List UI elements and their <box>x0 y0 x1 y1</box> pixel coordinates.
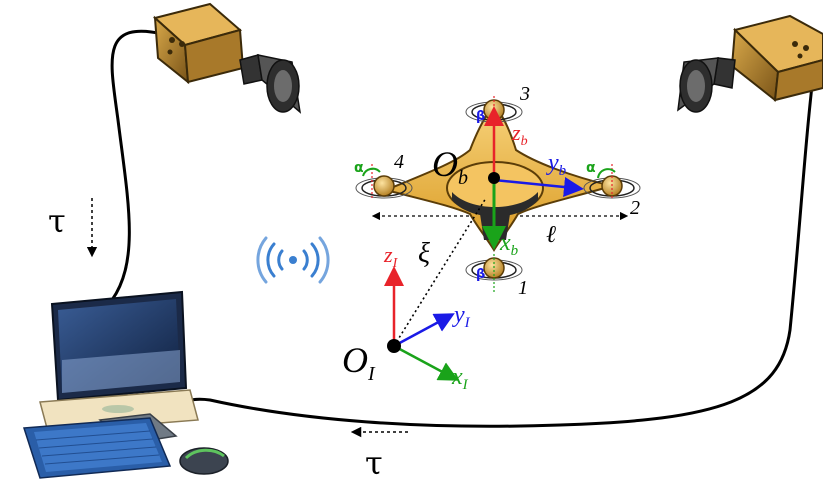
body-y-label: yb <box>546 150 567 179</box>
inertial-y-sub: I <box>464 315 471 331</box>
rotor-2-label: 2 <box>630 197 640 219</box>
tilt-beta-top: β <box>476 109 485 124</box>
body-z-sub: b <box>521 134 528 149</box>
inertial-x-sub: I <box>462 377 469 393</box>
computer-icon <box>22 290 229 479</box>
wireless-signal-icon <box>256 236 330 284</box>
inertial-x-label: xI <box>451 364 469 393</box>
body-z-label: zb <box>511 120 528 149</box>
arm-length-label: ℓ <box>546 222 556 248</box>
inertial-z-sub: I <box>392 256 399 271</box>
body-origin-point <box>488 172 500 184</box>
inertial-y-label: yI <box>452 302 471 331</box>
body-y-main: y <box>546 150 559 176</box>
cable-left-camera <box>110 29 164 301</box>
tilt-beta-bottom: β <box>476 267 485 282</box>
tau-label-bottom: τ <box>365 444 383 482</box>
inertial-y-main: y <box>452 302 465 328</box>
inertial-z-label: zI <box>383 242 399 271</box>
body-origin-main: O <box>432 144 458 184</box>
body-origin-sub: b <box>458 167 468 189</box>
body-origin-label: Ob <box>432 144 468 189</box>
tilt-alpha-right: α <box>586 160 596 176</box>
inertial-z-main: z <box>383 242 393 267</box>
inertial-origin-label: OI <box>342 340 376 385</box>
position-vector-line <box>393 197 487 347</box>
position-vector-label: ξ <box>418 238 430 269</box>
right-camera-icon <box>677 14 823 113</box>
rotor-3-label: 3 <box>519 83 530 105</box>
rotor-4-motor <box>355 175 413 199</box>
inertial-x-axis <box>393 344 459 381</box>
body-y-axis <box>493 177 584 197</box>
tilt-alpha-left: α <box>354 160 364 176</box>
cable-right-camera <box>182 59 817 428</box>
inertial-origin-main: O <box>342 340 368 380</box>
inertial-x-main: x <box>451 364 463 390</box>
quadrotor-icon <box>355 96 641 292</box>
inertial-origin-point <box>387 339 401 353</box>
rotor-4-label: 4 <box>394 151 404 173</box>
left-camera-icon <box>152 2 302 114</box>
body-x-label: xb <box>499 230 519 259</box>
tau-label-top: τ <box>48 202 66 240</box>
body-x-main: x <box>499 230 511 256</box>
rotor-1-label: 1 <box>518 277 528 299</box>
body-x-sub: b <box>511 243 519 259</box>
body-y-sub: b <box>559 163 567 179</box>
inertial-origin-sub: I <box>367 363 376 385</box>
body-z-main: z <box>511 120 521 145</box>
rotor-1-motor <box>465 257 523 281</box>
inertial-y-axis <box>393 313 455 348</box>
